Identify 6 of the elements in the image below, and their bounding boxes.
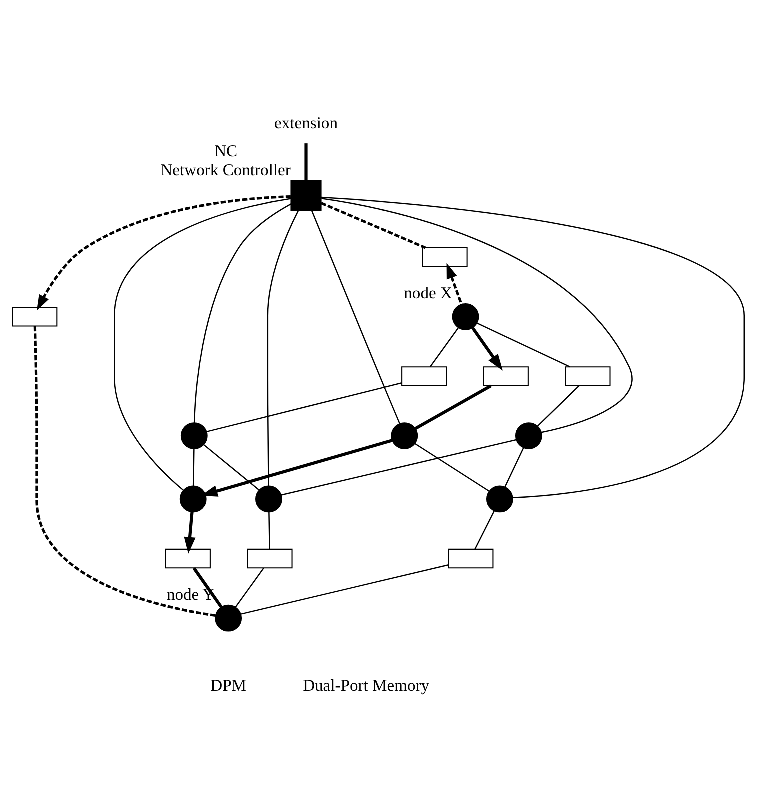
label: Dual-Port Memory bbox=[303, 676, 430, 696]
node-label: NC bbox=[214, 142, 238, 161]
label: DPM bbox=[210, 676, 247, 696]
node-label: node X bbox=[404, 284, 452, 303]
node-text: extension bbox=[274, 114, 338, 133]
node-label: Network Controller bbox=[160, 160, 291, 180]
